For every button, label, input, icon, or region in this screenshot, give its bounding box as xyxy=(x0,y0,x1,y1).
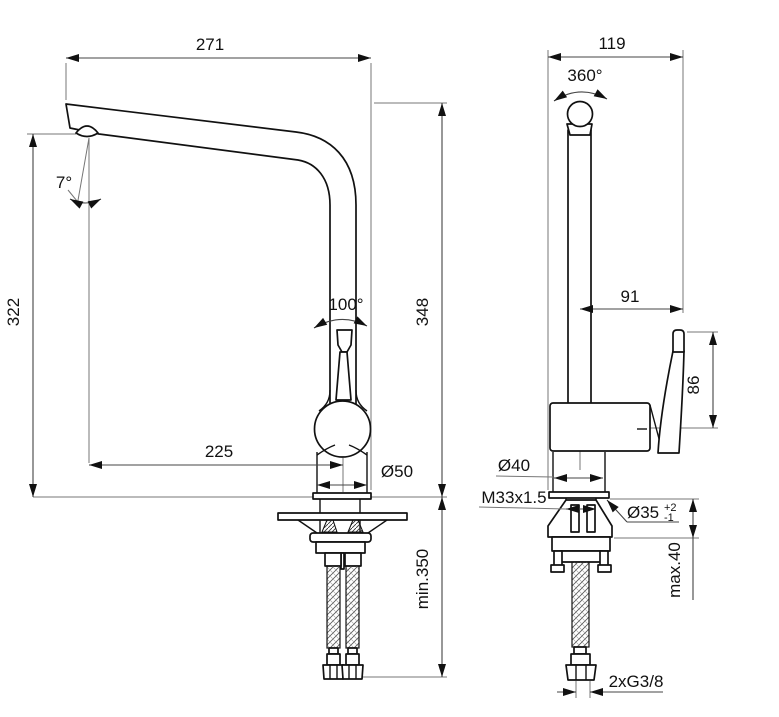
supply-hose-right xyxy=(345,565,360,649)
seal-wedge-left xyxy=(321,519,338,533)
flare-left xyxy=(318,389,331,412)
mounting-nut xyxy=(315,541,366,554)
dimension-handle-height: 86 xyxy=(684,332,717,428)
dimension-thread: M33x1.5 xyxy=(478,488,596,513)
dim-label-width: 119 xyxy=(598,34,625,53)
dim-label-height-to-outlet: 322 xyxy=(4,298,23,326)
dimension-hole-diameter: Ø35 +2 -1 xyxy=(604,497,679,524)
handle-knob-side xyxy=(336,329,353,353)
dim-label-body-diameter: Ø40 xyxy=(498,456,530,475)
mounting-ring xyxy=(309,532,372,543)
mounting-hardware-side xyxy=(277,499,408,680)
handle-stem-side xyxy=(335,351,352,401)
dim-label-handle-height: 86 xyxy=(684,376,703,395)
dim-label-base-diameter: Ø50 xyxy=(381,462,413,481)
mounting-nut-front xyxy=(551,536,611,552)
dim-label-hole-tol-upper: +2 xyxy=(664,502,677,514)
mounting-hardware-front xyxy=(547,491,613,681)
dimension-total-height: 348 xyxy=(413,103,446,497)
dim-label-hole-tol-lower: -1 xyxy=(664,512,674,524)
dim-label-handle-offset: 91 xyxy=(621,287,640,306)
dimension-outlet-projection: 225 xyxy=(89,442,343,469)
flare-right xyxy=(355,389,368,412)
aerator-outlet xyxy=(75,125,99,138)
dimension-spout-angle: 7° xyxy=(56,173,103,209)
dimension-handle-angle: 100° xyxy=(311,295,369,332)
dim-label-swivel-angle: 360° xyxy=(567,66,602,85)
front-view: 119 360° 91 86 Ø40 xyxy=(478,34,718,698)
deck-flange xyxy=(548,491,610,499)
seal-wedge-right xyxy=(347,519,364,533)
base-plate xyxy=(312,492,372,500)
shoulder-right xyxy=(348,444,368,456)
dim-label-max-deck-thickness: max.40 xyxy=(665,542,684,598)
dimension-swivel-angle: 360° xyxy=(551,66,609,105)
mixer-body-front xyxy=(549,402,651,452)
dim-label-outlet-projection: 225 xyxy=(205,442,233,461)
spout-outline xyxy=(65,103,357,439)
dimension-height-to-outlet: 322 xyxy=(4,134,37,497)
ball-joint xyxy=(313,400,372,458)
clamp-cone xyxy=(547,499,613,538)
hose-nut-front xyxy=(565,664,597,681)
dim-label-handle-angle: 100° xyxy=(328,295,363,314)
dim-label-spout-reach: 271 xyxy=(196,35,224,54)
dimension-base-diameter: Ø50 xyxy=(317,462,413,489)
dim-label-hose-connection: 2xG3/8 xyxy=(609,672,664,691)
spout-tip-front xyxy=(566,100,594,128)
dimension-width: 119 xyxy=(548,34,683,61)
side-view-extension-lines xyxy=(27,63,447,678)
dim-label-thread: M33x1.5 xyxy=(481,488,546,507)
dimension-spout-reach: 271 xyxy=(66,35,371,62)
side-view: 271 7° 322 225 100° xyxy=(4,35,447,680)
shoulder-left xyxy=(316,444,336,456)
dimension-max-deck-thickness: max.40 xyxy=(665,499,697,600)
handle-arm-front xyxy=(657,350,685,454)
dim-label-spout-angle: 7° xyxy=(56,173,72,192)
dimension-hose-connection: 2xG3/8 xyxy=(557,672,663,696)
dim-label-total-height: 348 xyxy=(413,298,432,326)
dim-label-hole-diameter: Ø35 xyxy=(627,503,659,522)
handle-knob-front xyxy=(672,329,685,353)
dim-label-min-clearance: min.350 xyxy=(413,549,432,609)
supply-hose-left xyxy=(326,565,341,649)
dimension-body-diameter: Ø40 xyxy=(495,456,603,482)
dimension-min-clearance: min.350 xyxy=(413,497,446,677)
supply-hose-front xyxy=(571,561,590,648)
dimension-handle-offset: 91 xyxy=(580,287,683,313)
riser-pipe-front xyxy=(567,129,592,405)
